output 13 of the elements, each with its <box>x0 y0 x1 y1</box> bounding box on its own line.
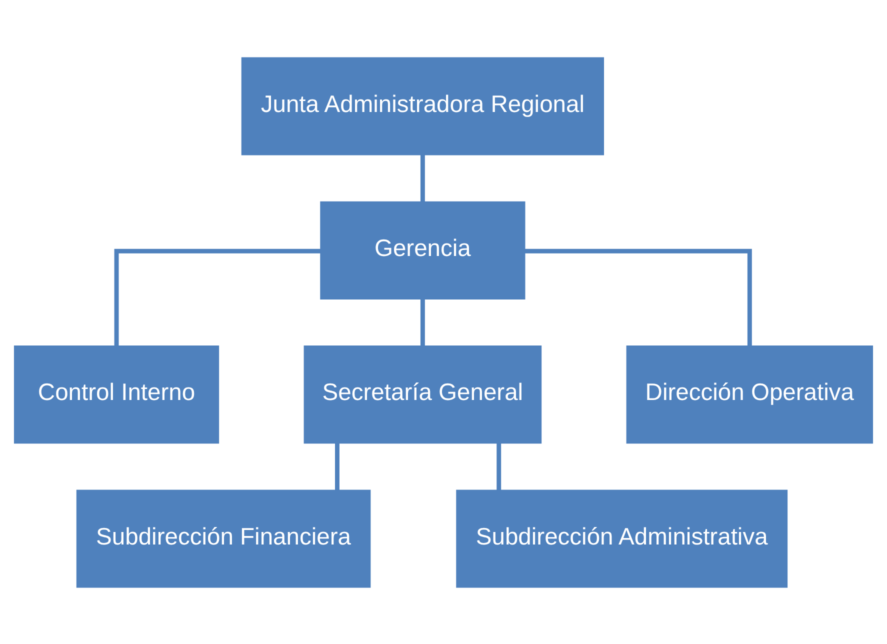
node-box: Junta Administradora Regional <box>241 56 604 155</box>
node-box: Control Interno <box>14 345 220 444</box>
node-box: Subdirección Administrativa <box>456 489 788 588</box>
connector <box>420 154 425 202</box>
node-box: Secretaría General <box>304 345 542 444</box>
node-box: Gerencia <box>320 200 526 299</box>
connector <box>114 248 321 346</box>
connector <box>524 248 752 346</box>
node-box: Subdirección Financiera <box>76 489 371 588</box>
node-box: Dirección Operativa <box>626 345 874 444</box>
connector <box>420 298 425 346</box>
connector <box>496 442 502 490</box>
connector <box>335 442 340 490</box>
